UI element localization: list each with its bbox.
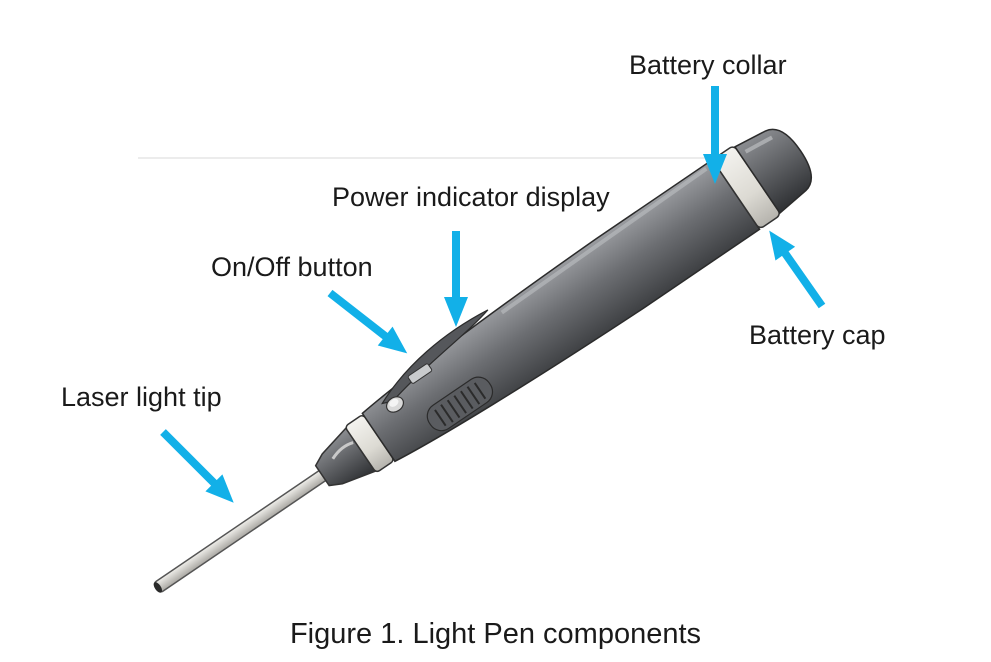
power-indicator-arrow <box>444 231 468 327</box>
callout-arrows <box>160 86 826 503</box>
battery-cap-label: Battery cap <box>749 320 886 350</box>
laser-tip-end <box>153 582 163 593</box>
power-indicator-display-label: Power indicator display <box>332 182 610 212</box>
on-off-button-label: On/Off button <box>211 252 373 282</box>
light-pen <box>153 128 813 593</box>
grip-vents <box>426 376 494 432</box>
battery-collar-label: Battery collar <box>629 50 787 80</box>
laser-light-tip-label: Laser light tip <box>61 382 222 412</box>
laser-tip-arrow <box>160 429 234 503</box>
laser-tip-tube <box>154 468 330 593</box>
on-off-button-shape <box>385 396 405 413</box>
power-indicator-display-shape <box>407 363 433 384</box>
battery-cap-shape <box>733 128 813 215</box>
figure-caption: Figure 1. Light Pen components <box>289 618 702 650</box>
battery-cap-arrow <box>769 230 826 309</box>
on-off-button-arrow <box>327 289 408 354</box>
battery-collar-arrow <box>703 86 727 184</box>
